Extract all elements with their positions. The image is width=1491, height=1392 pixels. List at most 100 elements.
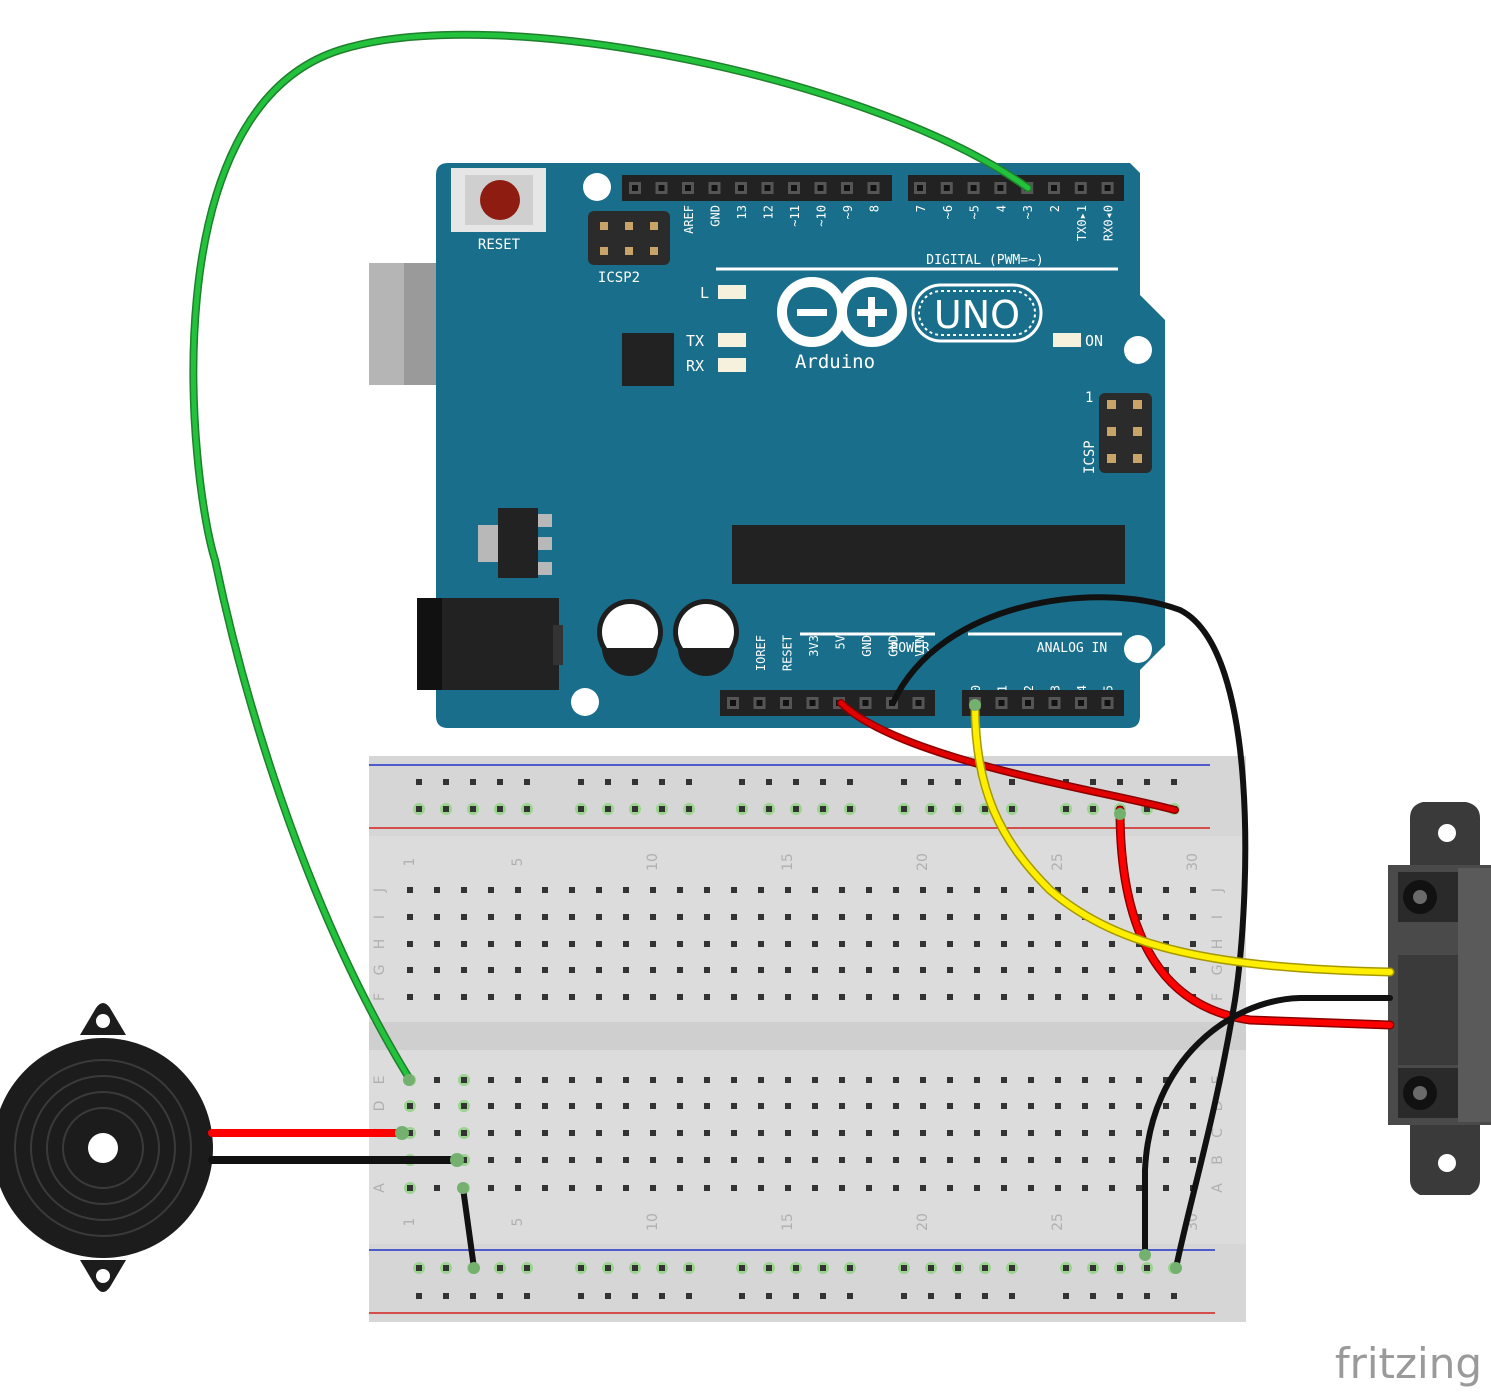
rail-hole [443,806,449,812]
breadboard-hole [866,1185,872,1191]
usb-chip [622,333,674,386]
rail-hole [955,806,961,812]
breadboard-hole [785,1130,791,1136]
breadboard-hole [623,887,629,893]
breadboard-hole [704,967,710,973]
rail-hole [416,806,422,812]
breadboard-hole [1136,994,1142,1000]
rail-hole [497,779,503,785]
digital-pin-label: 13 [735,205,749,219]
breadboard-hole [1163,1157,1169,1163]
breadboard-hole [596,914,602,920]
breadboard-hole [650,1130,656,1136]
breadboard-hole [596,1077,602,1083]
led-tx [718,333,746,347]
breadboard-hole [758,887,764,893]
rail-hole [470,779,476,785]
breadboard-hole [542,994,548,1000]
ir-distance-sensor [1388,802,1491,1195]
breadboard-hole [569,887,575,893]
breadboard-hole [704,887,710,893]
column-number: 1 [402,858,418,867]
breadboard-hole [1028,941,1034,947]
breadboard-hole [650,994,656,1000]
led-rx [718,358,746,372]
row-letter: I [1210,915,1226,919]
breadboard-hole [1190,967,1196,973]
rail-hole [659,1265,665,1271]
breadboard-hole [839,1077,845,1083]
breadboard-hole [569,1157,575,1163]
digital-pin-label: 4 [994,205,1008,212]
breadboard-hole [758,1185,764,1191]
breadboard-hole [704,1130,710,1136]
breadboard-hole [866,967,872,973]
rail-hole [793,1293,799,1299]
rail-hole [605,806,611,812]
breadboard-hole [650,914,656,920]
breadboard-hole [947,1185,953,1191]
rail-hole [1090,1265,1096,1271]
row-letter: B [1210,1155,1226,1165]
breadboard-hole [407,1130,413,1136]
digital-caption: DIGITAL (PWM=~) [926,253,1043,268]
icsp2-header [588,211,670,265]
breadboard-hole [461,1103,467,1109]
breadboard-hole [920,1077,926,1083]
breadboard-hole [434,994,440,1000]
row-letter: C [1210,1128,1226,1138]
breadboard-hole [488,1103,494,1109]
rail-hole [847,1293,853,1299]
breadboard-hole [974,1157,980,1163]
column-number: 15 [780,1213,796,1231]
rail-hole [605,1265,611,1271]
breadboard-hole [1028,887,1034,893]
digital-pin-label: 2 [1048,205,1062,212]
rail-hole [1009,1265,1015,1271]
breadboard-hole [947,1103,953,1109]
breadboard-hole [974,967,980,973]
rail-hole [416,1265,422,1271]
breadboard-hole [947,1077,953,1083]
breadboard-hole [1082,1103,1088,1109]
led-l [718,285,746,299]
breadboard-hole [704,1157,710,1163]
breadboard-hole [596,1157,602,1163]
breadboard-hole [1055,914,1061,920]
board-outline [436,163,1165,728]
breadboard-hole [569,941,575,947]
breadboard-hole [812,1157,818,1163]
breadboard-hole [812,994,818,1000]
breadboard-hole [866,887,872,893]
breadboard-hole [1055,1130,1061,1136]
rail-hole [1117,779,1123,785]
breadboard-hole [407,941,413,947]
breadboard-hole [1001,1077,1007,1083]
rail-hole [820,1293,826,1299]
breadboard-hole [596,887,602,893]
breadboard-hole [623,941,629,947]
breadboard-hole [1028,967,1034,973]
breadboard-hole [407,967,413,973]
digital-pin-label: RX0◂0 [1102,205,1116,241]
led-on [1053,333,1081,347]
column-number: 5 [510,858,526,867]
breadboard-hole [1163,994,1169,1000]
breadboard-hole [812,1103,818,1109]
breadboard-hole [1028,914,1034,920]
rail-hole [470,1293,476,1299]
column-number: 10 [645,853,661,871]
rail-hole [1144,779,1150,785]
breadboard-hole [488,941,494,947]
rail-hole [982,806,988,812]
row-letter: A [1210,1183,1226,1193]
breadboard-hole [1109,1185,1115,1191]
digital-pin-label: AREF [682,205,696,234]
breadboard-hole [1001,1130,1007,1136]
rail-hole [793,806,799,812]
rail-hole [524,1293,530,1299]
rail-hole [524,779,530,785]
breadboard-hole [1001,1185,1007,1191]
rail-hole [766,1293,772,1299]
breadboard-hole [893,887,899,893]
